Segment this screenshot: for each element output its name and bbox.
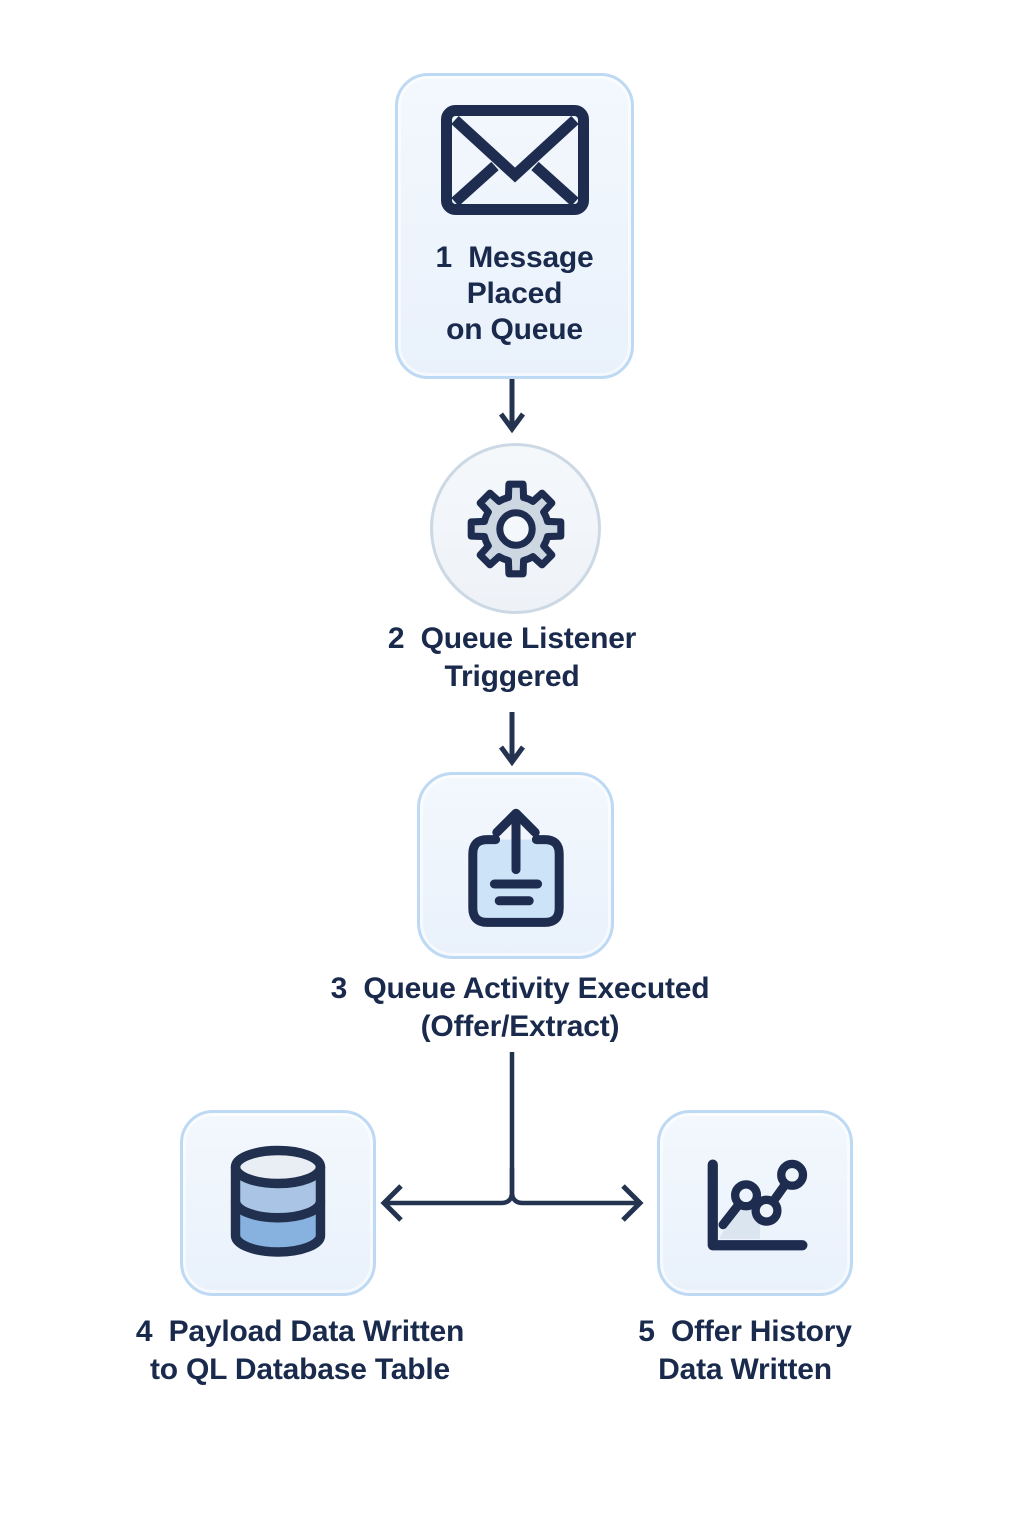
step-5-label: 5 Offer History Data Written	[638, 1315, 852, 1386]
node-payload-database	[180, 1110, 376, 1296]
gear-icon	[467, 480, 564, 577]
step-2-label: 2 Queue Listener Triggered	[387, 622, 637, 693]
arrow-left-icon	[380, 1184, 403, 1222]
line-chart-icon	[707, 1159, 808, 1251]
step-1-label: 1 Message Placed on Queue	[435, 241, 594, 346]
arrow-right-icon	[621, 1184, 644, 1222]
branch-connector	[380, 1052, 644, 1222]
node-message-placed-on-queue: 1 Message Placed on Queue	[395, 73, 634, 379]
node-queue-activity	[417, 772, 614, 959]
upload-icon	[467, 808, 564, 927]
arrow-down-icon	[498, 712, 526, 767]
envelope-icon	[440, 105, 589, 215]
node-offer-history	[657, 1110, 853, 1296]
step-4-label: 4 Payload Data Written to QL Database Ta…	[135, 1315, 465, 1386]
node-queue-listener	[430, 443, 601, 614]
database-icon	[230, 1145, 326, 1257]
step-3-label: 3 Queue Activity Executed (Offer/Extract…	[330, 972, 710, 1043]
arrow-down-icon	[498, 379, 526, 434]
